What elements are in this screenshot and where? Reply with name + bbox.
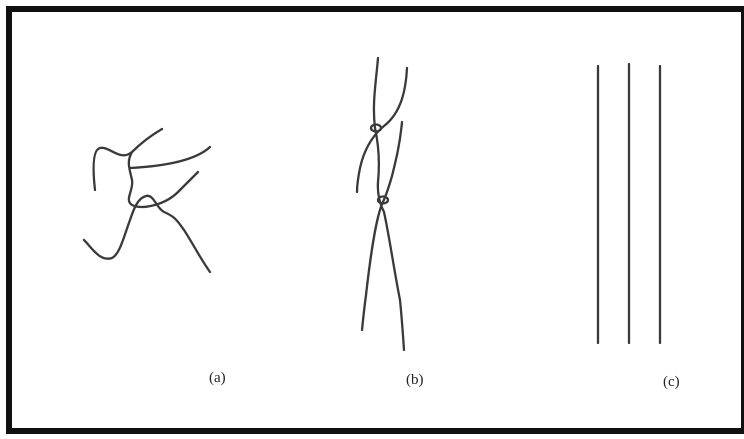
- panel-a-tangled-chains: [84, 129, 210, 272]
- chain-a3: [129, 152, 198, 207]
- chain-b3: [362, 122, 402, 330]
- panel-label-b: (b): [406, 372, 424, 389]
- panel-c-parallel-chains: [598, 64, 660, 343]
- panel-label-c: (c): [663, 374, 680, 391]
- panel-label-a: (a): [209, 370, 226, 387]
- chain-a2: [130, 147, 210, 168]
- chain-a1: [94, 129, 162, 190]
- panel-b-aligned-chains: [357, 58, 407, 350]
- chain-b2: [357, 68, 407, 192]
- chain-b1: [374, 58, 404, 350]
